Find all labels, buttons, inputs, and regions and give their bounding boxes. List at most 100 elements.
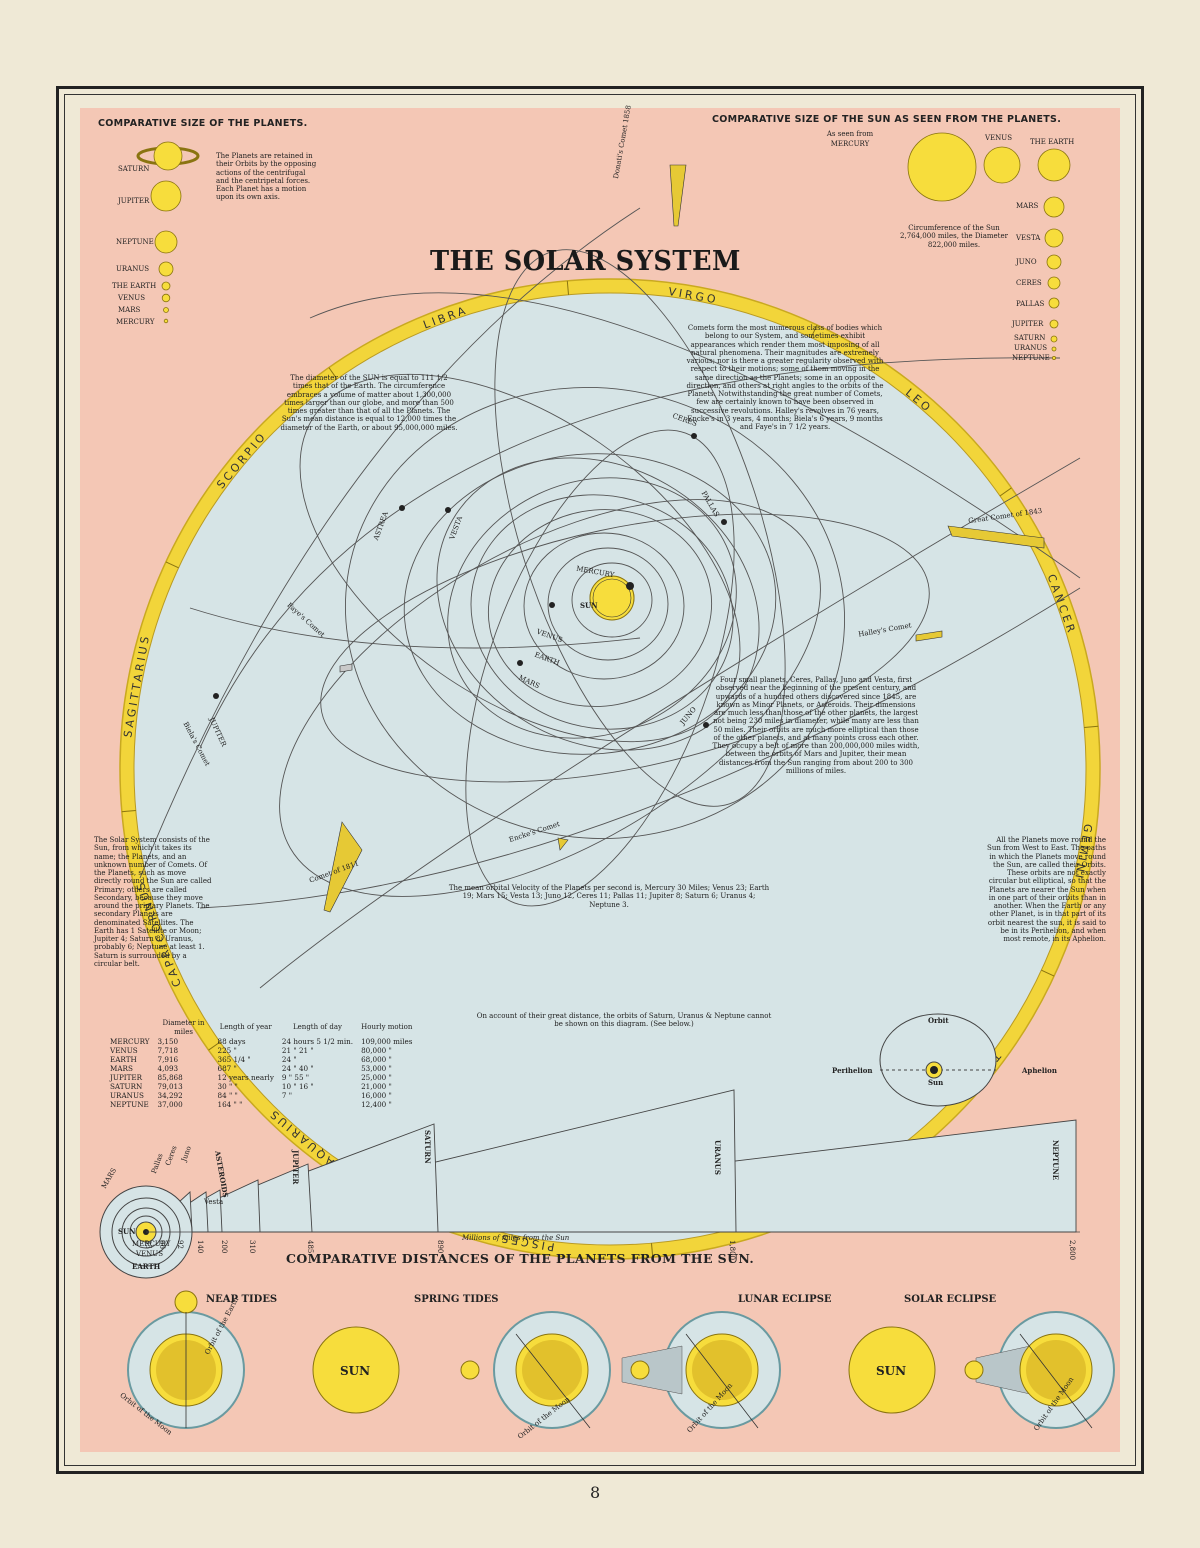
note-minor-planets: Four small planets, Ceres, Pallas, Juno … xyxy=(712,676,920,775)
header-sun-size: COMPARATIVE SIZE OF THE SUN AS SEEN FROM… xyxy=(712,114,1062,125)
note-sun-diameter: The diameter of the SUN is equal to 111 … xyxy=(280,374,458,432)
table-cell: 225 " xyxy=(217,1045,237,1055)
distance-sector-neptune: NEPTUNE xyxy=(1051,1140,1060,1181)
zodiac-divider xyxy=(1084,725,1099,729)
table-cell: SATURN xyxy=(110,1081,143,1091)
table-cell: 16,000 " xyxy=(361,1090,392,1100)
table-cell: 24 hours 5 1/2 min. xyxy=(281,1036,354,1046)
table-header-cell: Length of year xyxy=(219,1023,272,1032)
orbit-inset xyxy=(879,1013,997,1107)
sun-size-circles xyxy=(907,132,1071,360)
table-cell: 79,013 xyxy=(157,1081,183,1091)
distance-axis-label: Millions of miles from the Sun xyxy=(462,1234,570,1242)
distance-tick-label: 310 xyxy=(248,1240,256,1254)
table-cell: MERCURY xyxy=(110,1036,150,1046)
spring-tides-diagram xyxy=(460,1311,611,1429)
planet-label-venus: VENUS xyxy=(118,294,145,302)
tide-diagrams xyxy=(127,1290,1115,1429)
sun-view-earth: THE EARTH xyxy=(1030,138,1075,146)
zodiac-divider xyxy=(566,280,570,295)
sun-view-juno: JUNO xyxy=(1016,258,1037,266)
sky-disc xyxy=(133,292,1087,1246)
distance-sector-saturn: SATURN xyxy=(423,1130,432,1164)
planet-dots xyxy=(213,433,727,728)
table-cell: 88 days xyxy=(217,1036,246,1046)
solar-system-diagram: LIBRAVIRGOLEOCANCERGEMINITAURUSARIESPISC… xyxy=(99,132,1115,1429)
distance-tick-label: 92 xyxy=(176,1240,184,1249)
page-number: 8 xyxy=(590,1483,601,1502)
inset-aphelion-label: Aphelion xyxy=(1022,1066,1057,1075)
solar-eclipse-diagram xyxy=(964,1311,1115,1429)
lunar-eclipse-diagram xyxy=(621,1311,781,1429)
zodiac-divider xyxy=(121,809,136,813)
table-cell: 12,400 " xyxy=(361,1099,392,1109)
spring-tides-title: SPRING TIDES xyxy=(414,1294,499,1305)
zodiac-divider xyxy=(999,487,1012,497)
sun-disc-2-label: SUN xyxy=(876,1364,907,1378)
note-planets-orbits: The Planets are retained in their Orbits… xyxy=(216,152,317,202)
table-cell xyxy=(278,1100,357,1109)
sun-view-mars: MARS xyxy=(1016,202,1039,210)
table-cell: 12 years nearly xyxy=(217,1072,274,1082)
zodiac-divider xyxy=(810,324,818,338)
note-sun-circumference: Circumference of the Sun 2,764,000 miles… xyxy=(900,224,1008,249)
sun-disc-2 xyxy=(848,1326,936,1414)
comet-tails xyxy=(323,164,1045,913)
table-cell: 24 " 40 " xyxy=(281,1063,314,1073)
table-cell: 25,000 " xyxy=(361,1072,392,1082)
table-cell: MARS xyxy=(110,1063,133,1073)
table-header-cell: Hourly motion xyxy=(361,1023,413,1032)
lunar-eclipse-title: LUNAR ECLIPSE xyxy=(738,1294,832,1305)
table-cell: 24 " xyxy=(281,1054,297,1064)
sun-view-as-seen: As seen from xyxy=(826,130,874,138)
sun-view-pallas: PALLAS xyxy=(1016,300,1045,308)
distance-sector-vesta: Vesta xyxy=(204,1198,224,1206)
planet-label-saturn: SATURN xyxy=(118,165,150,173)
table-header-cell: Length of day xyxy=(293,1023,342,1032)
sun-view-mercury: MERCURY xyxy=(830,140,870,148)
table-cell: NEPTUNE xyxy=(110,1099,149,1109)
planet-label-earth: THE EARTH xyxy=(112,282,157,290)
table-cell: 84 " " xyxy=(217,1090,238,1100)
solar-eclipse-title: SOLAR ECLIPSE xyxy=(904,1294,997,1305)
zodiac-divider xyxy=(165,561,179,569)
table-cell: 30 " " xyxy=(217,1081,238,1091)
sun-disc-1-label: SUN xyxy=(340,1364,371,1378)
planet-label-uranus: URANUS xyxy=(116,265,150,273)
planet-size-circles xyxy=(136,141,200,324)
zodiac-divider xyxy=(208,1041,221,1051)
table-cell: JUPITER xyxy=(110,1072,143,1082)
table-cell: 9 " 55 " xyxy=(281,1072,310,1082)
table-cell: URANUS xyxy=(110,1090,144,1100)
inset-orbit-label: Orbit xyxy=(928,1016,949,1025)
page-title: THE SOLAR SYSTEM xyxy=(430,246,741,277)
distance-tick-label: 200 xyxy=(220,1240,228,1254)
table-cell: EARTH xyxy=(110,1054,137,1064)
table-cell: 21,000 " xyxy=(361,1081,392,1091)
sun-view-uranus: URANUS xyxy=(1014,344,1048,352)
distance-sector-uranus: URANUS xyxy=(713,1140,722,1175)
inner-frame xyxy=(64,94,1136,1466)
sun-center xyxy=(589,575,635,621)
table-cell: 21 " 21 " xyxy=(281,1045,314,1055)
table-cell: 37,000 xyxy=(157,1099,183,1109)
header-planet-size: COMPARATIVE SIZE OF THE PLANETS. xyxy=(98,118,308,129)
planet-label-jupiter: JUPITER xyxy=(118,197,150,205)
distances-caption: COMPARATIVE DISTANCES OF THE PLANETS FRO… xyxy=(286,1251,755,1266)
zodiac-divider xyxy=(1041,969,1055,977)
outer-frame xyxy=(56,86,1144,1474)
neap-tides-title: NEAP TIDES xyxy=(206,1294,278,1305)
table-cell: 80,000 " xyxy=(361,1045,392,1055)
note-west-to-east: All the Planets move round the Sun from … xyxy=(987,836,1106,943)
sun-view-saturn: SATURN xyxy=(1014,334,1046,342)
table-cell: 687 " xyxy=(217,1063,237,1073)
